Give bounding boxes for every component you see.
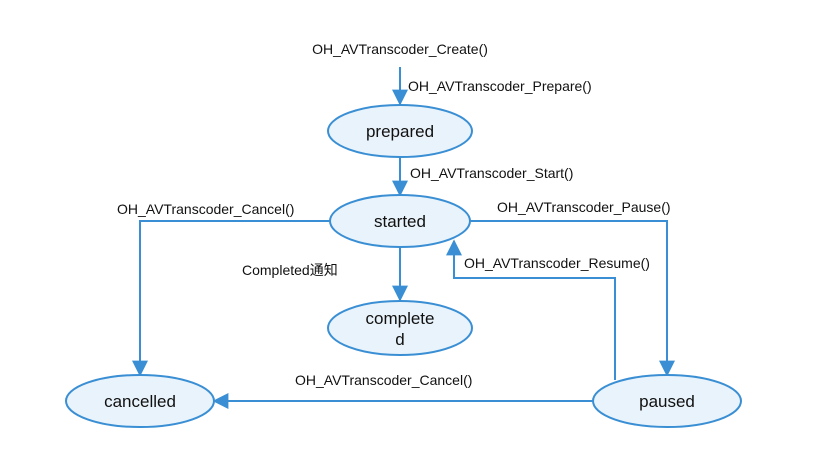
state-completed: complete d (327, 300, 473, 356)
label-prepare: OH_AVTranscoder_Prepare() (408, 78, 592, 94)
label-cancel-from-started: OH_AVTranscoder_Cancel() (117, 201, 294, 217)
label-resume: OH_AVTranscoder_Resume() (464, 255, 650, 271)
state-completed-shape (327, 300, 473, 356)
label-completed-notify: Completed通知 (242, 262, 338, 278)
edge-paused-to-started (446, 239, 616, 380)
state-completed-label-line1: complete (366, 309, 435, 328)
state-prepared-shape (327, 104, 473, 158)
state-completed-label-line2: d (395, 330, 404, 349)
label-create: OH_AVTranscoder_Create() (312, 41, 488, 57)
state-started-label: started (374, 212, 426, 231)
state-cancelled-label: cancelled (104, 392, 176, 411)
state-paused-shape (592, 374, 742, 428)
state-prepared: prepared (327, 104, 473, 158)
state-started: started (329, 194, 471, 248)
state-started-shape (329, 194, 471, 248)
label-cancel-from-paused: OH_AVTranscoder_Cancel() (295, 372, 472, 388)
edge-started-to-cancelled (132, 220, 331, 377)
state-prepared-label: prepared (366, 122, 434, 141)
state-cancelled: cancelled (65, 374, 215, 428)
edge-started-to-paused (469, 220, 675, 377)
state-paused: paused (592, 374, 742, 428)
label-start: OH_AVTranscoder_Start() (410, 165, 573, 181)
state-cancelled-shape (65, 374, 215, 428)
label-pause: OH_AVTranscoder_Pause() (497, 199, 671, 215)
state-paused-label: paused (639, 392, 695, 411)
